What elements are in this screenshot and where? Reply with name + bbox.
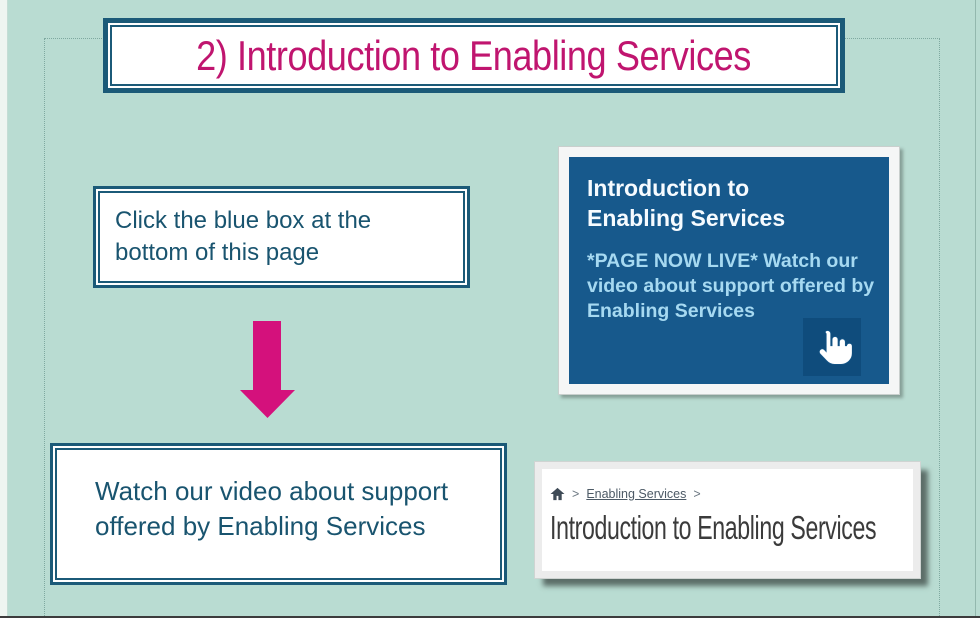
down-arrow-icon <box>240 321 295 418</box>
breadcrumb-separator: > <box>572 487 580 501</box>
enabling-services-tile[interactable]: Introduction to Enabling Services *PAGE … <box>569 157 889 384</box>
instruction-box-top: Click the blue box at the bottom of this… <box>93 186 470 288</box>
hand-pointer-icon <box>818 330 852 365</box>
left-edge-strip <box>0 0 8 618</box>
blue-tile-screenshot-frame: Introduction to Enabling Services *PAGE … <box>558 146 900 395</box>
slide-title: 2) Introduction to Enabling Services <box>196 31 752 79</box>
bottom-edge-strip <box>0 616 980 618</box>
tile-body-text: *PAGE NOW LIVE* Watch our video about su… <box>587 249 875 323</box>
breadcrumb-separator: > <box>693 487 701 501</box>
captured-page-heading: Introduction to Enabling Services <box>550 509 877 546</box>
slide-title-box: 2) Introduction to Enabling Services <box>103 18 845 93</box>
home-icon[interactable] <box>550 487 565 501</box>
slide-title-box-inner: 2) Introduction to Enabling Services <box>110 25 838 86</box>
instruction-text-top: Click the blue box at the bottom of this… <box>115 206 372 266</box>
tile-heading: Introduction to Enabling Services <box>587 175 786 231</box>
instruction-box-top-inner: Click the blue box at the bottom of this… <box>98 191 465 283</box>
instruction-box-bottom: Watch our video about support offered by… <box>50 443 507 585</box>
instruction-text-bottom: Watch our video about support offered by… <box>95 475 449 541</box>
breadcrumb-screenshot: > Enabling Services > Introduction to En… <box>534 461 921 579</box>
breadcrumb-link-enabling-services[interactable]: Enabling Services <box>586 487 687 501</box>
breadcrumb: > Enabling Services > <box>550 487 905 501</box>
instruction-box-bottom-inner: Watch our video about support offered by… <box>55 448 502 580</box>
right-edge-line <box>975 0 976 618</box>
tile-cursor-highlight <box>803 318 861 376</box>
